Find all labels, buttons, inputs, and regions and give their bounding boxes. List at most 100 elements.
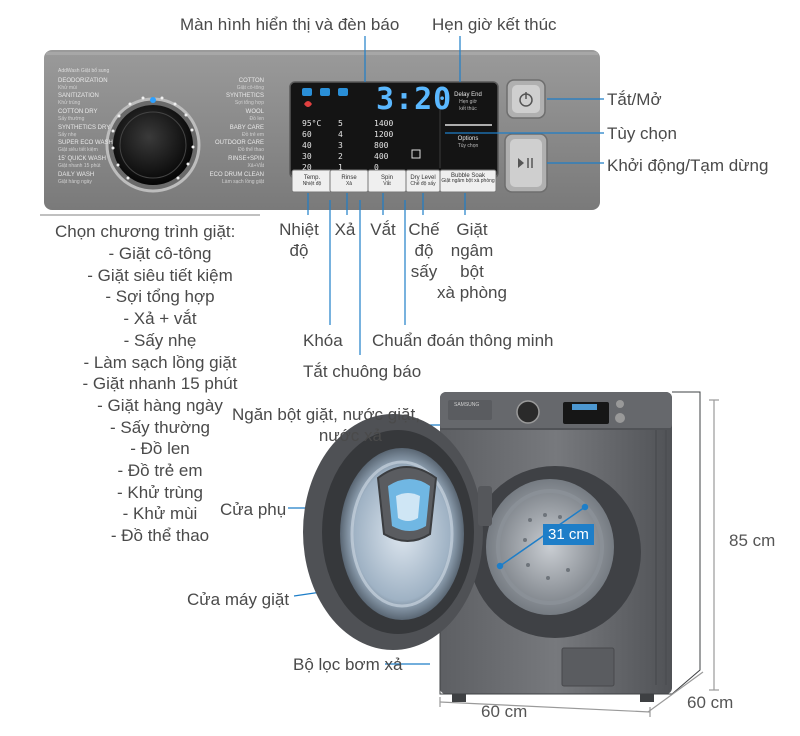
spin-callout: Vắt — [370, 220, 396, 239]
display-callout: Màn hình hiển thị và đèn báo — [180, 15, 400, 34]
program-list: - Giặt cô-tông - Giặt siêu tiết kiệm- Sợi… — [40, 243, 280, 547]
program-item: - Đồ trẻ em — [117, 461, 203, 481]
dispenser-callout: Ngăn bột giặt, nước giặt,nước xả — [232, 405, 420, 445]
program-item: - Giặt hàng ngày — [97, 395, 223, 415]
drum — [486, 479, 614, 615]
smart-check-icon — [411, 149, 421, 159]
program-item: - Sấy nhẹ — [123, 330, 197, 350]
depth-dimension: 60 cm — [687, 693, 734, 712]
delay-end-label: Delay End Hẹn giờ kết thúc — [454, 92, 482, 112]
program-item: - Sợi tổng hợp — [105, 287, 215, 307]
drum-measure — [496, 503, 589, 570]
addwash-door[interactable] — [376, 466, 438, 542]
program-item: - Khử trùng — [116, 482, 204, 502]
addwash-label: AddWash Giặt bổ sung — [58, 68, 110, 74]
display-value: 30 — [302, 152, 312, 161]
spin-column: 1400 1200 800 400 0 — [374, 118, 393, 173]
program-item: - Sấy thường — [109, 417, 211, 437]
program-item: - Khử mùi — [122, 504, 198, 524]
display-window — [289, 81, 499, 179]
display-value: 800 — [374, 141, 389, 150]
display-value: 40 — [302, 141, 312, 150]
bubble-status-icon — [320, 88, 330, 96]
programs-title: Chọn chương trình giặt: — [55, 222, 236, 241]
program-item: - Giặt siêu tiết kiệm — [87, 265, 233, 285]
smart-check-callout: Chuẩn đoán thông minh — [372, 331, 554, 350]
display-value: 20 — [302, 163, 312, 172]
rinse-status-icon — [338, 88, 348, 96]
display-value: 4 — [338, 130, 343, 139]
dial-indicator-light — [150, 97, 156, 103]
program-item: - Xả + vắt — [123, 309, 197, 329]
program-dial[interactable] — [105, 96, 201, 193]
drum-dimension: 31 cm — [543, 524, 594, 545]
pump-filter-cover — [561, 647, 615, 687]
display-value: 3 — [338, 141, 343, 150]
main-door-callout: Cửa máy giặt — [187, 590, 290, 609]
display-value: 0 — [374, 163, 379, 172]
display-value: 400 — [374, 152, 389, 161]
lock-callout: Khóa — [303, 331, 343, 350]
play-pause-icon — [518, 158, 524, 168]
washing-machine — [439, 391, 701, 702]
temp-column: 95°C 60 40 30 20 — [302, 118, 321, 173]
options-label: Options Tùy chọn — [457, 136, 479, 149]
addwash-status-icon — [302, 88, 312, 96]
display-value: 2 — [338, 152, 343, 161]
program-item: - Đồ len — [130, 439, 190, 459]
display-value: 95°C — [302, 119, 322, 128]
width-dimension: 60 cm — [481, 702, 528, 721]
display-value: 5 — [338, 119, 343, 128]
program-item: - Đồ thể thao — [110, 526, 210, 546]
power-button[interactable] — [506, 79, 546, 119]
rinse-callout: Xả — [334, 220, 356, 239]
panel-button-row — [291, 169, 497, 193]
addwash-door-callout: Cửa phụ — [220, 500, 287, 519]
door-hinge — [478, 486, 492, 526]
brand-logo: SAMSUNG — [454, 402, 480, 408]
display-value: 1400 — [374, 119, 394, 128]
start-pause-button[interactable] — [504, 133, 548, 193]
bubble-soak-button[interactable] — [439, 169, 497, 193]
height-dimension: 85 cm — [729, 531, 776, 550]
child-lock-icon — [304, 101, 312, 107]
display-value: 60 — [302, 130, 312, 139]
start-pause-callout: Khởi động/Tạm dừng — [607, 156, 769, 175]
dimension-lines — [439, 399, 719, 717]
temp-button-label: Temp.Nhiệt độ — [302, 175, 322, 187]
program-item: - Giặt cô-tông — [108, 244, 212, 263]
display-time: 3:20 — [376, 82, 453, 117]
display-value: 1200 — [374, 130, 394, 139]
detergent-drawer — [448, 400, 492, 420]
pump-filter-callout: Bộ lọc bơm xả — [293, 655, 403, 674]
mute-callout: Tắt chuông báo — [303, 362, 422, 381]
program-item: - Làm sạch lồng giặt — [83, 352, 237, 372]
rinse-column: 5 4 3 2 1 — [338, 118, 343, 173]
program-item: - Giặt nhanh 15 phút — [82, 374, 238, 394]
options-callout: Tùy chọn — [607, 124, 677, 143]
display-value: 1 — [338, 163, 343, 172]
delay-end-callout: Hẹn giờ kết thúc — [432, 15, 557, 34]
power-callout: Tắt/Mở — [607, 90, 662, 109]
